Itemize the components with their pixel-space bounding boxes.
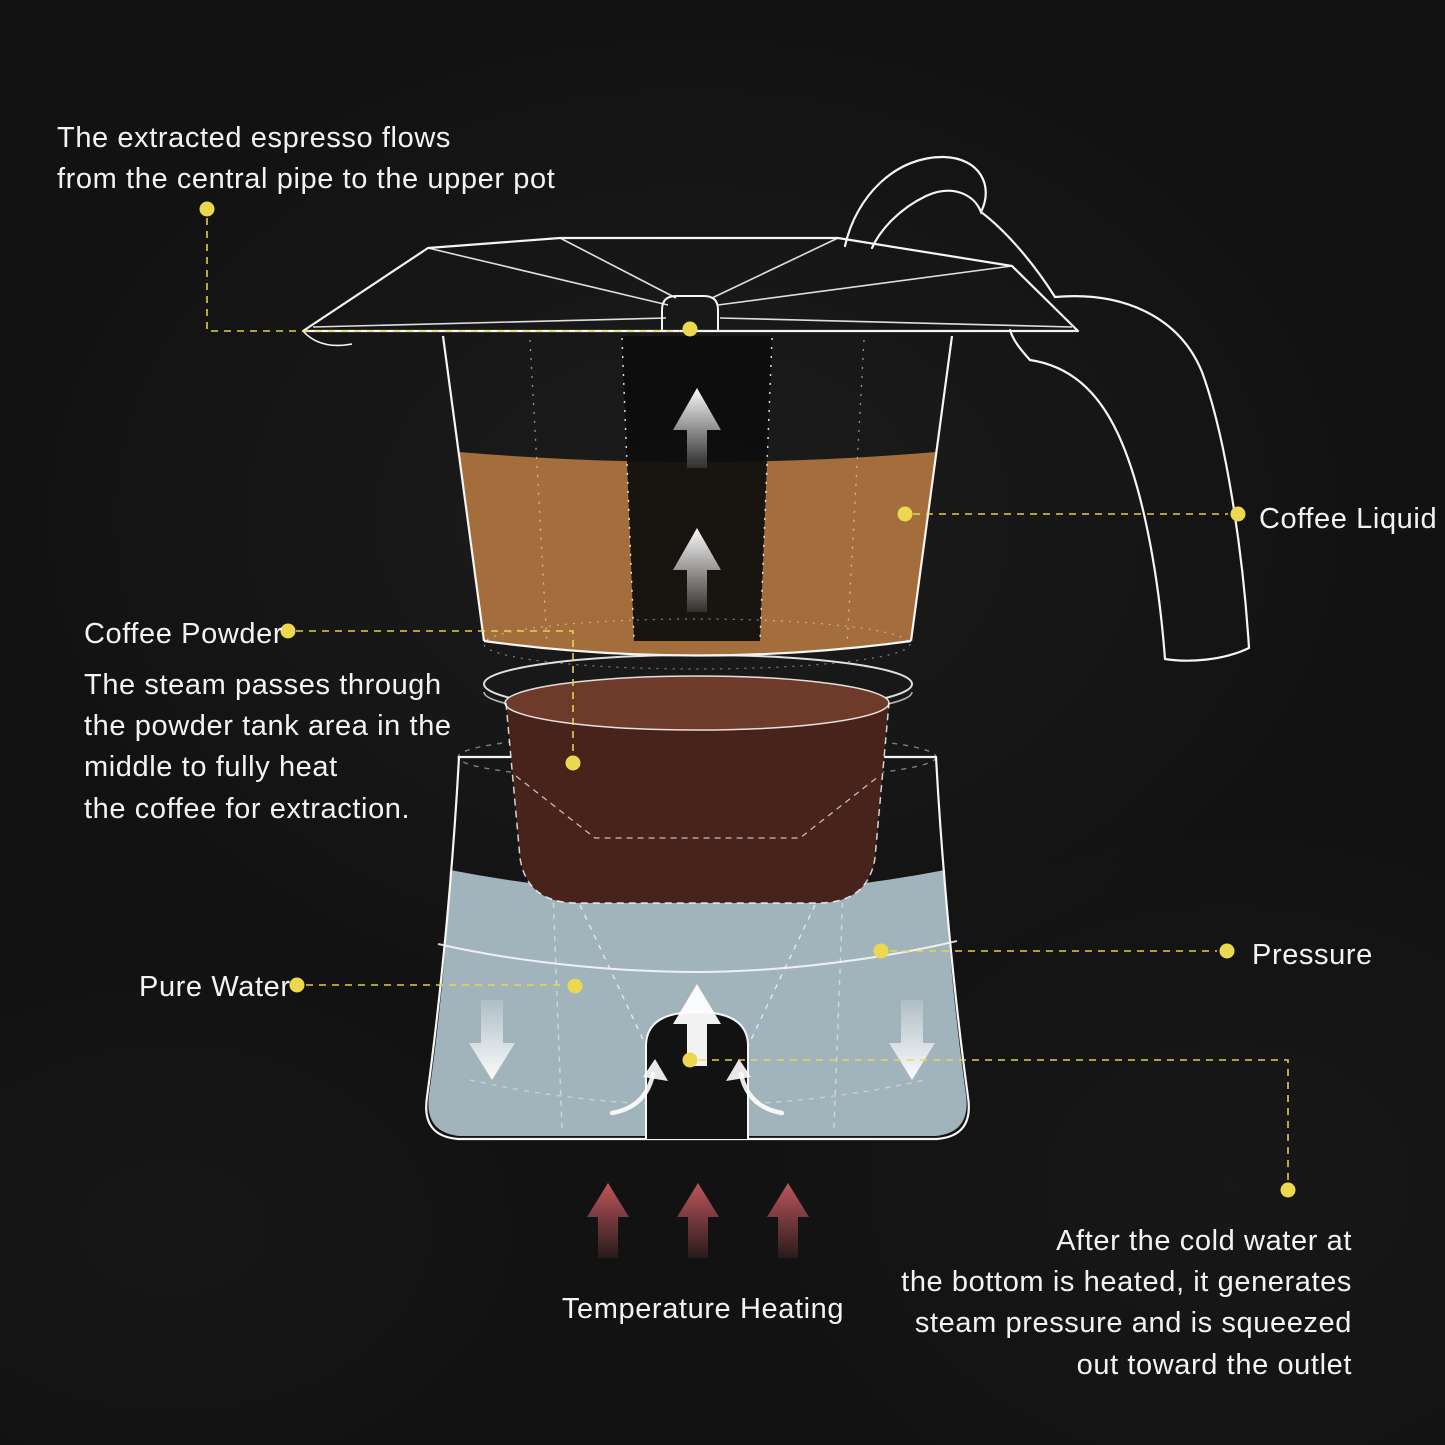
- dot-knob-target: [682, 321, 698, 337]
- dot-water-note-text: [1280, 1182, 1296, 1198]
- dot-outlet-target: [682, 1052, 698, 1068]
- label-temperature-heating: Temperature Heating: [561, 1293, 845, 1325]
- dot-pressure-text: [1219, 943, 1235, 959]
- leader-water-note: [699, 1059, 1289, 1181]
- dot-coffee-liquid-target: [897, 506, 913, 522]
- leader-espresso: [206, 218, 680, 332]
- lid-spout: [302, 330, 353, 347]
- annotation-steam-passes: The steam passes through the powder tank…: [84, 669, 452, 825]
- upper-chamber-outline: [441, 335, 954, 657]
- label-coffee-liquid: Coffee Liquid: [1259, 503, 1438, 535]
- dot-pressure-target: [873, 943, 889, 959]
- espresso-flow-arrows: [673, 388, 721, 612]
- leader-lines: [206, 218, 1289, 1181]
- label-pure-water: Pure Water: [139, 971, 291, 1003]
- up-arrow-center: [673, 984, 721, 1066]
- powder-body: [506, 703, 889, 903]
- basket-inner-guides: [515, 775, 880, 839]
- water-surface-line: [437, 940, 958, 974]
- steam-arrowhead-right: [726, 1059, 751, 1081]
- boiler-outline: [425, 755, 970, 1141]
- handle: [843, 155, 1251, 662]
- callout-dots: [199, 201, 1296, 1198]
- down-arrow-left: [469, 1000, 515, 1080]
- powder-top: [504, 675, 890, 731]
- dot-coffee-liquid-text: [1230, 506, 1246, 522]
- leader-coffee-powder: [296, 630, 574, 754]
- funnel-dashed-guides: [579, 904, 816, 1047]
- dot-coffee-powder-target: [565, 755, 581, 771]
- heat-arrows: [587, 1183, 809, 1258]
- lid: [301, 236, 1080, 347]
- lid-facets: [312, 237, 1073, 328]
- coffee-powder-basket: [504, 675, 890, 904]
- chamber-dotted-guides: [483, 337, 911, 670]
- label-pressure: Pressure: [1252, 939, 1373, 971]
- steam-swirl-arrows: [609, 1071, 785, 1116]
- upper-chamber: [441, 335, 954, 670]
- dot-pure-water-text: [289, 977, 305, 993]
- dot-pure-water-target: [567, 978, 583, 994]
- central-pipe: [622, 336, 772, 641]
- lid-knob: [661, 295, 719, 331]
- dot-coffee-powder-text: [280, 623, 296, 639]
- dot-espresso-text: [199, 201, 215, 217]
- label-coffee-powder: Coffee Powder: [84, 618, 284, 650]
- annotation-cold-water: After the cold water at the bottom is he…: [901, 1225, 1352, 1381]
- annotation-espresso-flow: The extracted espresso flows from the ce…: [57, 122, 556, 196]
- lid-outline: [301, 236, 1080, 333]
- steam-arrowhead-left: [643, 1059, 668, 1081]
